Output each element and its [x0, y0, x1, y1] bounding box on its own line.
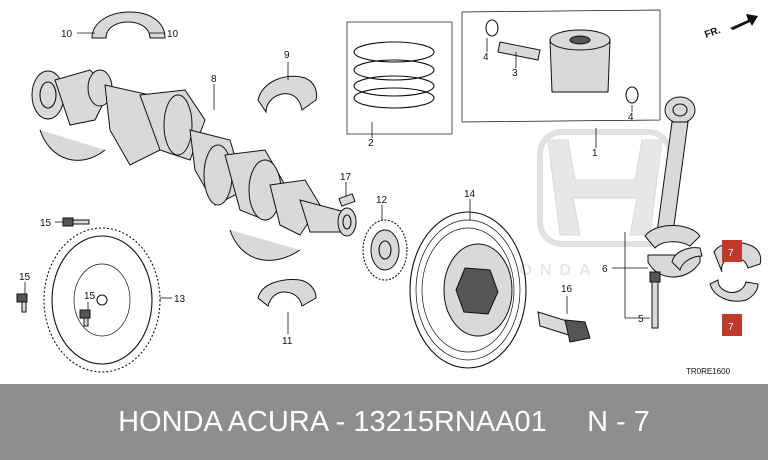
callout-14: 14 — [464, 189, 476, 200]
drive-plate — [43, 227, 161, 373]
conrod-bearing-6 — [671, 247, 703, 271]
direction-label: FR. — [703, 25, 722, 41]
piston-group — [461, 9, 661, 123]
part-number-footer: HONDA ACURA - 13215RNAA01 N - 7 — [0, 384, 768, 460]
callout-16: 16 — [561, 284, 573, 295]
conrod-bearing-7-lower — [709, 279, 759, 302]
callout-13: 13 — [174, 294, 186, 305]
callout-4-right: 4 — [628, 112, 634, 123]
callout-17: 17 — [340, 172, 352, 183]
pulley-bolt — [537, 311, 591, 343]
crankshaft — [31, 69, 357, 261]
highlight-7-upper — [722, 240, 742, 262]
bearing-half-9 — [257, 75, 318, 114]
front-direction-indicator: FR. — [703, 14, 758, 41]
callout-2: 2 — [368, 138, 374, 149]
callout-5: 5 — [638, 314, 644, 325]
callout-15-center: 15 — [84, 291, 96, 302]
callout-15-left: 15 — [19, 272, 31, 283]
leader-lines — [24, 32, 650, 334]
bolt-15c — [79, 309, 91, 327]
callout-4-top: 4 — [483, 52, 489, 63]
arrow-icon — [730, 14, 758, 30]
part-number-text: HONDA ACURA - 13215RNAA01 N - 7 — [118, 406, 650, 438]
callout-7-upper: 7 — [728, 248, 734, 259]
highlight-7-lower — [722, 314, 742, 336]
callout-6: 6 — [602, 264, 608, 275]
callout-12: 12 — [376, 195, 388, 206]
callout-10-right: 10 — [167, 29, 179, 40]
callout-10-left: 10 — [61, 29, 73, 40]
callout-8: 8 — [211, 74, 217, 85]
callout-15-top: 15 — [40, 218, 52, 229]
bolt-15a — [62, 217, 90, 227]
main-bearing-upper — [91, 11, 166, 39]
crankshaft-sprocket — [362, 219, 408, 281]
callout-3: 3 — [512, 68, 518, 79]
logo-text: HONDA — [500, 262, 599, 279]
bolt-15b — [16, 293, 28, 313]
callout-11: 11 — [282, 336, 293, 347]
connecting-rod — [644, 96, 701, 329]
callout-1: 1 — [592, 148, 598, 159]
callout-7-lower: 7 — [728, 322, 734, 333]
woodruff-key — [338, 193, 356, 207]
exploded-parts-diagram: HONDA FR. — [16, 9, 762, 376]
callout-9: 9 — [284, 50, 290, 61]
piston-rings — [346, 21, 453, 135]
crankshaft-pulley — [409, 211, 527, 369]
main-bearing-lower — [257, 279, 317, 307]
diagram-code: TR0RE1600 — [686, 367, 731, 376]
honda-logo-watermark: HONDA — [500, 129, 673, 279]
